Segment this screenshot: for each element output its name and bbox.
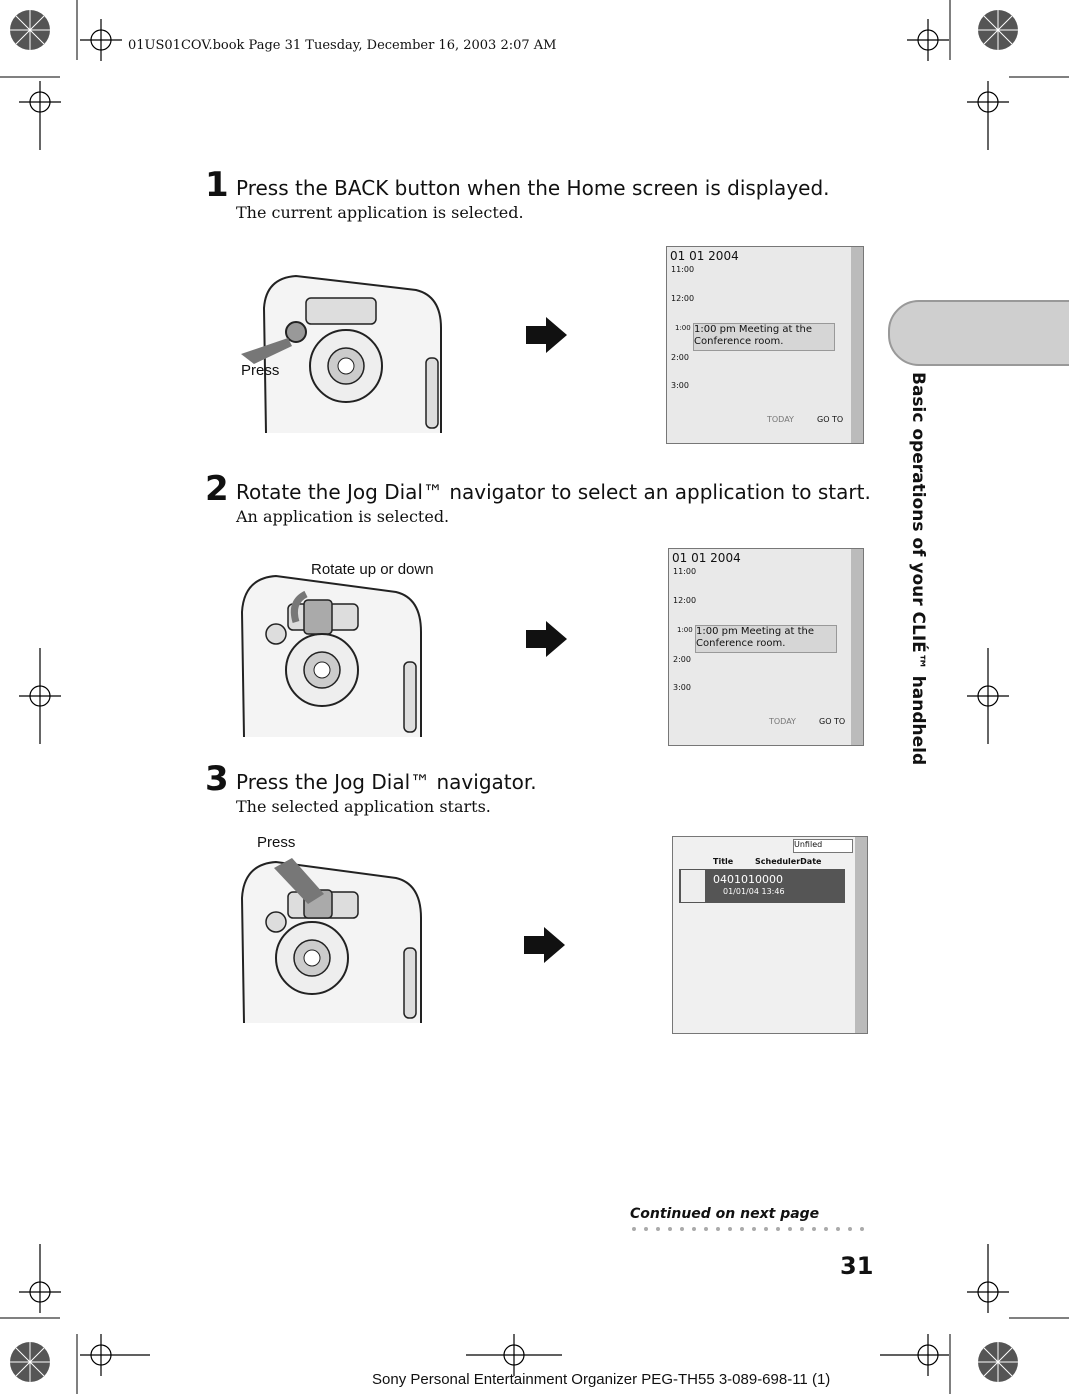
step-3-title: Press the Jog Dial™ navigator. xyxy=(236,770,537,794)
note-row[interactable] xyxy=(679,869,845,903)
print-header: 01US01COV.book Page 31 Tuesday, December… xyxy=(128,38,557,53)
app-tabs xyxy=(855,837,867,1033)
datebook-screen-1: 01 01 2004 11:00 12:00 1:00 2:00 3:00 1:… xyxy=(666,246,864,444)
step-3-number: 3 xyxy=(205,759,229,799)
freenotes-screen: Unfiled Title SchedulerDate 0401010000 0… xyxy=(672,836,868,1034)
device-illustration-1 xyxy=(241,274,442,434)
time-label: 3:00 xyxy=(671,381,689,390)
time-label: 2:00 xyxy=(673,655,691,664)
continued-note: Continued on next page xyxy=(630,1206,820,1222)
arrow-right-icon xyxy=(526,621,567,657)
event-entry: 1:00 pm Meeting at the Conference room. xyxy=(695,625,837,653)
footer-line: Sony Personal Entertainment Organizer PE… xyxy=(372,1371,831,1388)
time-label: 12:00 xyxy=(671,294,695,303)
time-label: 3:00 xyxy=(673,683,691,692)
goto-button[interactable]: GO TO xyxy=(817,415,844,424)
time-label: 1:00 xyxy=(675,324,691,332)
time-label: 12:00 xyxy=(673,596,697,605)
category-dropdown[interactable]: Unfiled xyxy=(793,839,853,853)
col-title: Title xyxy=(713,857,734,866)
step-2-title: Rotate the Jog Dial™ navigator to select… xyxy=(236,480,871,504)
time-label: 11:00 xyxy=(671,265,695,274)
step-3-callout: Press xyxy=(257,834,296,851)
page-number: 31 xyxy=(840,1252,874,1280)
arrow-right-icon xyxy=(524,927,565,963)
side-tab-label: Basic operations of your CLIÉ™ handheld xyxy=(908,372,928,766)
device-illustration-2 xyxy=(240,574,422,738)
note-id: 0401010000 xyxy=(713,873,783,886)
step-2-number: 2 xyxy=(205,469,229,509)
step-1-title: Press the BACK button when the Home scre… xyxy=(236,176,830,200)
step-1-number: 1 xyxy=(205,165,229,205)
step-3-subtitle: The selected application starts. xyxy=(236,797,491,816)
note-thumbnail xyxy=(681,870,705,902)
time-label: 1:00 xyxy=(677,626,693,634)
datebook-date: 01 01 2004 xyxy=(672,551,741,565)
step-2-callout: Rotate up or down xyxy=(311,561,434,578)
app-tabs xyxy=(851,549,863,745)
time-label: 2:00 xyxy=(671,353,689,362)
datebook-date: 01 01 2004 xyxy=(670,249,739,263)
device-illustration-3 xyxy=(240,858,422,1024)
goto-button[interactable]: GO TO xyxy=(819,717,846,726)
side-tab xyxy=(888,300,1069,366)
col-date: SchedulerDate xyxy=(755,857,822,866)
event-entry: 1:00 pm Meeting at the Conference room. xyxy=(693,323,835,351)
side-tab-label-wrap: Basic operations of your CLIÉ™ handheld xyxy=(904,372,928,772)
step-1-subtitle: The current application is selected. xyxy=(236,203,524,222)
dotted-rule xyxy=(632,1227,864,1231)
note-date: 01/01/04 13:46 xyxy=(723,887,785,896)
step-1-callout: Press xyxy=(241,362,280,379)
arrow-right-icon xyxy=(526,317,567,353)
today-button[interactable]: TODAY xyxy=(769,717,796,726)
step-2-subtitle: An application is selected. xyxy=(236,507,450,526)
today-button[interactable]: TODAY xyxy=(767,415,794,424)
app-tabs xyxy=(851,247,863,443)
datebook-screen-2: 01 01 2004 11:00 12:00 1:00 2:00 3:00 1:… xyxy=(668,548,864,746)
time-label: 11:00 xyxy=(673,567,697,576)
